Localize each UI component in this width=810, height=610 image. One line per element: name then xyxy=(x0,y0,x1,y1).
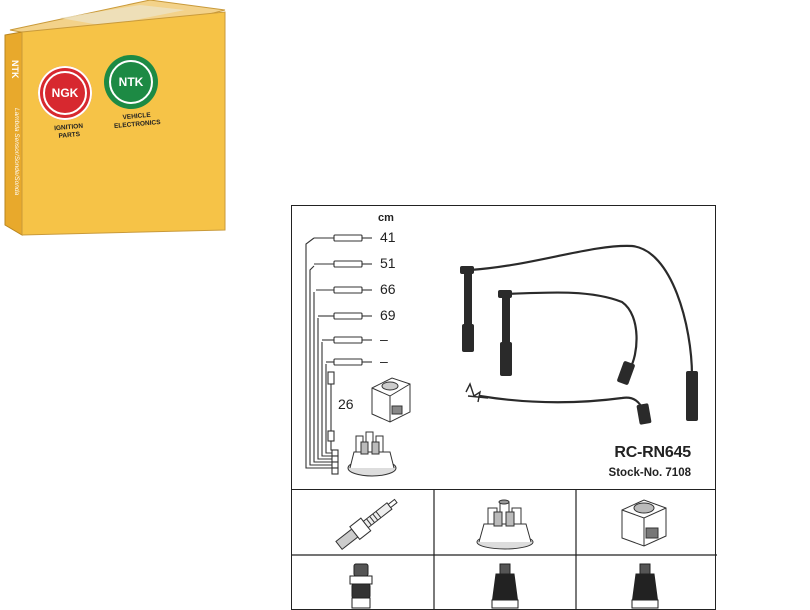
cable-length-5: – xyxy=(380,331,388,347)
cable-set-diagram: cm 41 51 66 69 – – 26 RC-RN645 Stock-No.… xyxy=(291,205,716,490)
cable-length-3: 66 xyxy=(380,281,396,297)
distributor-connector-icon xyxy=(491,563,519,609)
distributor-cap-icon xyxy=(476,499,534,550)
product-box: NTK Lambda Sensor/Sonde/Sonda NGK NTK IG… xyxy=(0,0,240,250)
coil-lead-ends xyxy=(465,382,489,403)
box-side-text: Lambda Sensor/Sonde/Sonda xyxy=(13,108,20,196)
coil-connector-icon xyxy=(631,563,659,609)
part-number: RC-RN645 xyxy=(614,444,691,461)
spark-plug-icon xyxy=(335,498,398,551)
ntk-logo: NTK xyxy=(104,55,158,109)
stock-number: Stock-No. 7108 xyxy=(608,467,691,479)
coil-lead-length: 26 xyxy=(338,396,354,412)
cable-length-4: 69 xyxy=(380,307,396,323)
cable-length-6: – xyxy=(380,353,388,369)
coil-illustration-small xyxy=(371,377,411,423)
ignition-coil-icon xyxy=(621,499,667,547)
spark-plug-connector-icon xyxy=(349,563,373,609)
ntk-logo-text: NTK xyxy=(118,75,144,89)
ngk-logo-text: NGK xyxy=(51,86,79,100)
ignition-cables xyxy=(468,244,694,414)
cable-length-1: 41 xyxy=(380,229,396,245)
component-grid xyxy=(291,490,717,610)
spark-plug-boots xyxy=(460,266,698,425)
component-grid-lines xyxy=(292,490,717,610)
cable-set-drawing xyxy=(305,234,698,477)
cable-length-2: 51 xyxy=(380,255,396,271)
length-unit: cm xyxy=(378,212,394,224)
ngk-logo: NGK xyxy=(38,66,92,120)
lead-line-1 xyxy=(305,237,332,469)
distributor-cap-illustration-small xyxy=(347,431,397,477)
box-side-brand: NTK xyxy=(10,60,20,79)
